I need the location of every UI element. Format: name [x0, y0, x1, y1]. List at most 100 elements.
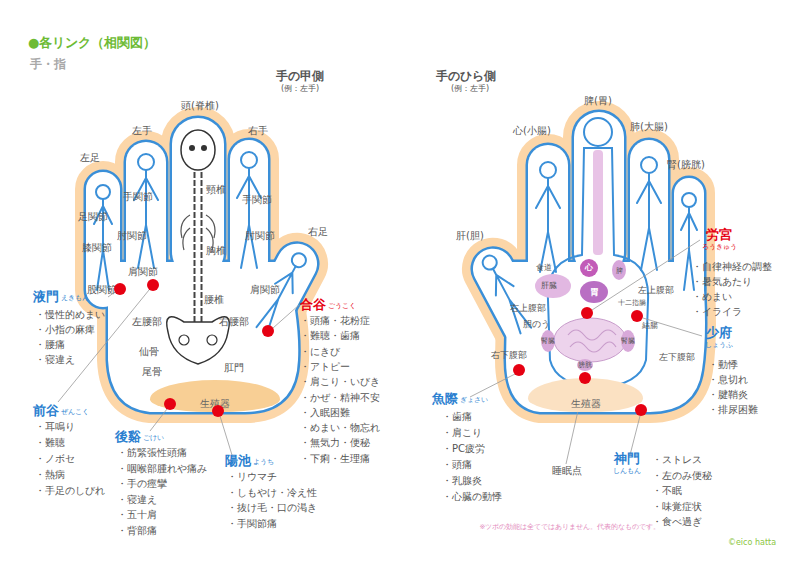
acupoint-dot: 合谷ごうこく・頭痛・花粉症・難聴・歯痛・にきび・アトピー・肩こり・いびき・かぜ・… — [262, 325, 274, 337]
point-reading: えきもん — [61, 295, 89, 302]
point-reading: しんもん — [613, 468, 641, 475]
symptom-item: ・心臓の動悸 — [442, 492, 502, 502]
body-part-label: 肛門 — [224, 363, 244, 373]
body-part-label: 右足 — [308, 227, 328, 237]
body-part-label: 手の甲側 — [276, 70, 324, 82]
intestine-loops — [568, 330, 616, 352]
acupoint-dot: 労宮ろうきゅう・自律神経の調整・暑気あたり・めまい・イライラ — [581, 307, 593, 319]
body-figures — [94, 118, 697, 388]
symptom-item: ・肩こり・いびき — [300, 377, 380, 387]
body-part-label: 左足 — [80, 153, 100, 163]
acupoint-dot: 少府しょうふ・動悸・息切れ・腱鞘炎・排尿困難 — [631, 310, 643, 322]
acupoint-dot: 睡眠点 — [579, 372, 591, 384]
body-part-label: 手・指 — [30, 58, 66, 70]
body-part-label: ©eico hatta — [728, 539, 776, 547]
body-part-label: 心(小腸) — [513, 126, 551, 136]
body-part-label: 頸椎 — [206, 185, 226, 195]
symptom-item: ・肩こり — [442, 428, 482, 438]
figure-head — [641, 157, 657, 173]
symptom-item: ・動悸 — [708, 360, 738, 370]
heart-shape — [580, 259, 598, 277]
symptom-item: ・入眠困難 — [300, 408, 350, 418]
symptom-item: ・めまい — [692, 292, 732, 302]
figure-head — [241, 152, 257, 168]
symptom-item: ・食べ過ぎ — [652, 517, 702, 527]
symptom-item: ・頭痛 — [442, 460, 472, 470]
symptom-item: ・腰痛 — [35, 340, 65, 350]
symptom-item: ・アトピー — [300, 362, 350, 372]
leader-line — [150, 409, 167, 431]
symptom-item: ・排尿困難 — [708, 405, 758, 415]
leader-line — [630, 416, 640, 455]
body-part-label: 胸椎 — [206, 246, 226, 256]
figure-body — [536, 178, 560, 272]
symptom-item: ・難聴・歯痛 — [300, 331, 360, 341]
symptom-item: ・しもやけ・冷え性 — [227, 488, 317, 498]
body-part-label: 右腰部 — [219, 317, 249, 327]
symptom-item: ・小指の麻痺 — [35, 325, 95, 335]
point-name: 液門 — [33, 290, 59, 303]
skull-eye — [201, 145, 207, 151]
body-part-label: 胃 — [590, 288, 599, 297]
body-part-label: 十二指腸 — [618, 300, 646, 307]
symptom-item: ・背部痛 — [117, 526, 157, 536]
symptom-item: ・自律神経の調整 — [692, 262, 772, 272]
symptom-item: ・めまい・物忘れ — [300, 423, 380, 433]
body-part-label: 腎(膀胱) — [667, 160, 705, 170]
symptom-item: ・五十肩 — [117, 510, 157, 520]
body-part-label: 右上腹部 — [510, 304, 546, 313]
symptom-item: ・リウマチ — [227, 472, 277, 482]
body-part-label: 肺(大腸) — [630, 122, 668, 132]
body-part-label: 肘関節 — [245, 231, 275, 241]
symptom-item: ・手関節痛 — [227, 519, 277, 529]
figure-head — [540, 162, 556, 178]
skull-eye — [189, 145, 195, 151]
leader-line — [58, 290, 149, 402]
symptom-item: ・ノボセ — [35, 454, 75, 464]
body-part-label: 手関節 — [242, 195, 272, 205]
organs — [535, 150, 635, 371]
body-part-label: 腎臓 — [621, 338, 635, 345]
body-part-label: 左腰部 — [132, 317, 162, 327]
zone-label: 生殖器 — [528, 399, 643, 409]
hand-glow — [466, 112, 705, 412]
body-part-label: 肝臓 — [541, 282, 557, 290]
body-part-label: 胆のう — [523, 320, 550, 329]
spine — [194, 172, 203, 325]
symptom-item: ・PC疲労 — [442, 444, 485, 454]
body-part-label: 腎臓 — [541, 338, 555, 345]
body-part-label: 左下腹部 — [659, 353, 695, 362]
symptom-item: ・息切れ — [708, 375, 748, 385]
symptom-item: ・筋緊張性頭痛 — [117, 448, 187, 458]
figure-body — [237, 168, 261, 268]
point-name: 睡眠点 — [552, 466, 582, 476]
point-reading: しょうふ — [705, 342, 733, 349]
body-part-label: 脾 — [616, 268, 623, 275]
symptom-item: ・手の痙攣 — [117, 479, 167, 489]
figure-head — [138, 154, 154, 170]
point-reading: ろうきゅう — [702, 244, 737, 251]
esophagus-shape — [593, 150, 603, 255]
hip-socket — [179, 335, 189, 345]
body-part-label: 手のひら側 — [436, 70, 496, 82]
symptom-item: ・にきび — [300, 347, 340, 357]
symptom-item: ・腱鞘炎 — [708, 390, 748, 400]
point-name: 労宮 — [706, 228, 732, 241]
body-part-label: 右手 — [248, 126, 268, 136]
symptom-item: ・耳鳴り — [35, 422, 75, 432]
body-part-label: 手関節 — [123, 192, 153, 202]
symptom-item: ・熱病 — [35, 470, 65, 480]
body-part-label: 左手 — [132, 126, 152, 136]
symptom-item: ・イライラ — [692, 307, 742, 317]
stomach-shape — [580, 281, 608, 303]
symptom-item: ・寝違え — [117, 495, 157, 505]
symptom-item: ・咽喉部腫れや痛み — [117, 464, 207, 474]
point-reading: ようち — [253, 459, 274, 466]
symptom-item: ・慢性的めまい — [35, 310, 105, 320]
leader-line — [592, 240, 700, 310]
body-part-label: 食道 — [536, 264, 552, 272]
symptom-item: ・抜け毛・口の渇き — [227, 503, 317, 513]
spine-inner — [196, 172, 201, 325]
